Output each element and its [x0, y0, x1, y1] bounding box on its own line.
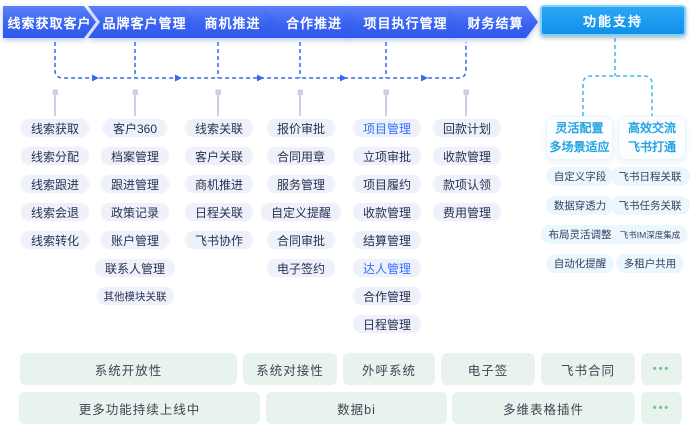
flow-step-label: 合作推进 — [264, 6, 358, 38]
support-header-feishu-link: 高效交流 飞书打通 — [618, 116, 686, 160]
feature-pill: 线索分配 — [19, 146, 90, 166]
support-pill: 飞书IM深度集成 — [611, 225, 689, 244]
feature-column-cooperation: 报价审批 合同用章 服务管理 自定义提醒 合同审批 电子签约 — [241, 118, 361, 278]
feature-pill: 档案管理 — [99, 146, 170, 166]
support-column-feishu: 飞书日程关联 飞书任务关联 飞书IM深度集成 多租户共用 — [610, 167, 690, 273]
feature-pill: 客户360 — [101, 118, 169, 138]
feature-pill: 合同审批 — [265, 230, 336, 250]
feature-pill: 政策记录 — [99, 202, 170, 222]
feature-pill: 客户关联 — [183, 146, 254, 166]
feature-pill: 日程管理 — [351, 314, 422, 334]
feature-pill: 结算管理 — [351, 230, 422, 250]
flow-step-label: 品牌客户管理 — [88, 6, 195, 38]
support-pill: 飞书任务关联 — [610, 196, 690, 215]
feature-pill: 报价审批 — [265, 118, 336, 138]
support-header-line: 多场景适应 — [549, 140, 610, 154]
feature-pill: 联系人管理 — [93, 258, 176, 278]
feature-pill: 合作管理 — [351, 286, 422, 306]
feature-column-opportunity: 线索关联 客户关联 商机推进 日程关联 飞书协作 — [159, 118, 279, 250]
support-pill: 数据穿透力 — [545, 196, 615, 215]
feature-pill: 立项审批 — [351, 146, 422, 166]
support-pill: 自定义字段 — [545, 167, 615, 186]
flow-arrow-icon — [340, 74, 347, 82]
feature-pill: 电子签约 — [265, 258, 336, 278]
flow-step-opportunity-advance[interactable]: 商机推进 — [182, 6, 271, 38]
feature-pill: 日程关联 — [183, 202, 254, 222]
flow-step-project-execution[interactable]: 项目执行管理 — [344, 6, 455, 38]
support-pill: 飞书日程关联 — [610, 167, 690, 186]
flow-arrow-icon — [175, 74, 182, 82]
feature-pill: 自定义提醒 — [259, 202, 342, 222]
more-dots-icon: ••• — [641, 392, 682, 424]
capability-box-base-plugin: 多维表格插件 — [452, 392, 635, 424]
feature-column-project: 项目管理 立项审批 项目履约 收款管理 结算管理 达人管理 合作管理 日程管理 — [327, 118, 447, 334]
feature-pill-highlighted[interactable]: 项目管理 — [351, 118, 422, 138]
flow-step-label: 财务结算 — [447, 6, 538, 38]
capability-box-more-features: 更多功能持续上线中 — [19, 392, 260, 424]
feature-pill: 线索转化 — [19, 230, 90, 250]
feature-pill: 收款管理 — [431, 146, 502, 166]
feature-column-leads: 线索获取 线索分配 线索跟进 线索会退 线索转化 — [0, 118, 115, 250]
feature-pill: 收款管理 — [351, 202, 422, 222]
feature-pill: 跟进管理 — [99, 174, 170, 194]
flow-arrow-icon — [421, 74, 428, 82]
support-pill: 布局灵活调整 — [540, 225, 620, 244]
feature-pill: 回款计划 — [431, 118, 502, 138]
capability-box-system-openness: 系统开放性 — [20, 353, 237, 385]
feature-pill: 飞书协作 — [183, 230, 254, 250]
support-button[interactable]: 功能支持 — [540, 5, 686, 36]
feature-column-customer: 客户360 档案管理 跟进管理 政策记录 账户管理 联系人管理 其他模块关联 — [75, 118, 195, 306]
flow-step-cooperation-advance[interactable]: 合作推进 — [264, 6, 352, 38]
feature-pill: 商机推进 — [183, 174, 254, 194]
feature-pill: 款项认领 — [431, 174, 502, 194]
feature-pill-highlighted[interactable]: 达人管理 — [351, 258, 422, 278]
feature-pill: 费用管理 — [431, 202, 502, 222]
feature-pill: 线索获取 — [19, 118, 90, 138]
capability-box-data-bi: 数据bi — [266, 392, 447, 424]
support-header-flexible-config: 灵活配置 多场景适应 — [546, 116, 613, 160]
feature-pill: 线索关联 — [183, 118, 254, 138]
feature-pill: 合同用章 — [265, 146, 336, 166]
flow-step-label: 项目执行管理 — [344, 6, 461, 38]
flow-step-lead-acquisition[interactable]: 线索获取客户 — [3, 6, 96, 38]
more-dots-icon: ••• — [641, 353, 682, 385]
support-pill: 自动化提醒 — [545, 254, 615, 273]
support-header-line: 高效交流 — [627, 121, 676, 136]
feature-pill: 项目履约 — [351, 174, 422, 194]
capability-box-esign: 电子签 — [441, 353, 535, 385]
feature-pill: 其他模块关联 — [95, 286, 175, 306]
support-column-config: 自定义字段 数据穿透力 布局灵活调整 自动化提醒 — [537, 167, 623, 273]
feature-column-finance: 回款计划 收款管理 款项认领 费用管理 — [407, 118, 527, 222]
flow-step-financial-settlement[interactable]: 财务结算 — [447, 6, 532, 38]
flow-arrow-icon — [257, 74, 264, 82]
support-header-line: 飞书打通 — [627, 140, 676, 154]
flow-arrow-icon — [92, 74, 99, 82]
flow-step-label: 商机推进 — [182, 6, 277, 38]
flow-step-label: 线索获取客户 — [3, 6, 96, 38]
feature-pill: 线索跟进 — [19, 174, 90, 194]
feature-pill: 服务管理 — [265, 174, 336, 194]
feature-pill: 账户管理 — [99, 230, 170, 250]
capability-box-feishu-contract: 飞书合同 — [541, 353, 635, 385]
support-header-line: 灵活配置 — [555, 121, 604, 136]
support-pill: 多租户共用 — [615, 254, 685, 273]
flow-step-brand-customer-management[interactable]: 品牌客户管理 — [88, 6, 189, 38]
capability-box-outbound-call: 外呼系统 — [343, 353, 435, 385]
feature-pill: 线索会退 — [19, 202, 90, 222]
capability-box-system-docking: 系统对接性 — [243, 353, 337, 385]
